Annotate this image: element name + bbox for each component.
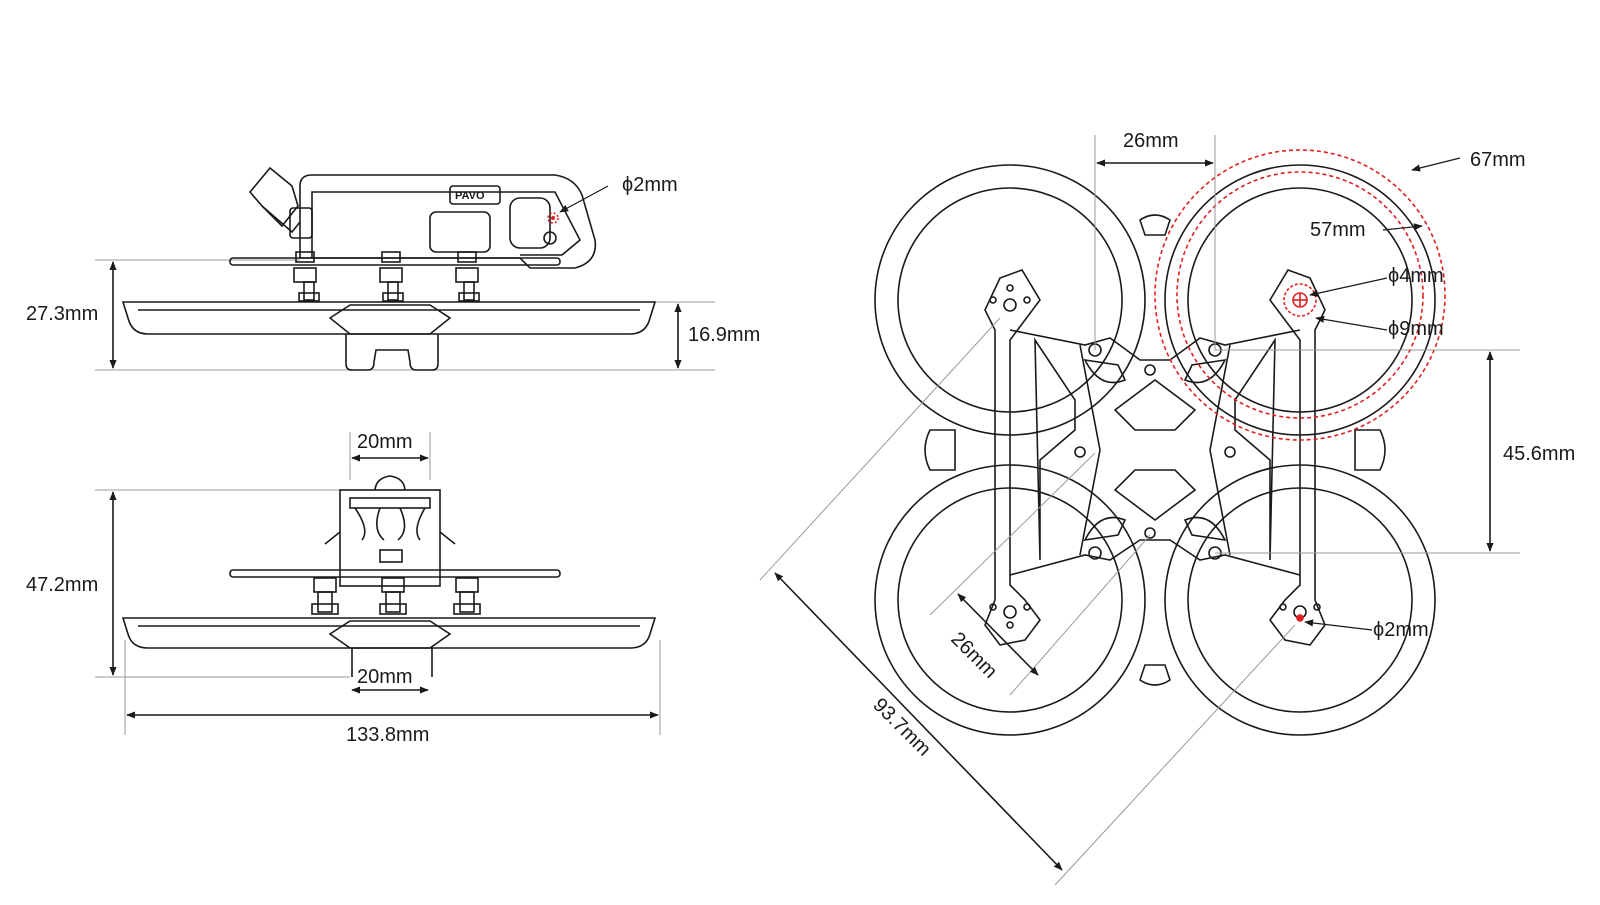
top-outer-duct-label: 67mm: [1470, 149, 1526, 171]
side-height-label: 27.3mm: [26, 303, 98, 325]
top-inner-duct-label: 57mm: [1310, 219, 1366, 241]
side-hole-callout: ϕ2mm: [622, 174, 678, 196]
front-view: [95, 432, 661, 735]
front-bottom-width-label: 20mm: [357, 666, 413, 688]
top-shaft-hole-label: ϕ4mm: [1388, 265, 1444, 287]
top-side-spacing-label: 45.6mm: [1503, 443, 1575, 465]
front-top-width-label: 20mm: [357, 431, 413, 453]
side-view: PAVO: [95, 166, 715, 371]
top-view: [759, 135, 1520, 886]
side-duct-height-label: 16.9mm: [688, 324, 760, 346]
brand-label: PAVO: [455, 190, 485, 202]
top-mount-circle-label: ϕ9mm: [1388, 318, 1444, 340]
standoff-group: [293, 251, 480, 302]
top-mount-hole-label: ϕ2mm: [1373, 619, 1429, 641]
frame-body: [984, 269, 1326, 646]
front-height-label: 47.2mm: [26, 574, 98, 596]
top-motor-spacing-label: 26mm: [1123, 130, 1179, 152]
front-width-label: 133.8mm: [346, 724, 429, 746]
highlight-motor: [1154, 149, 1446, 622]
